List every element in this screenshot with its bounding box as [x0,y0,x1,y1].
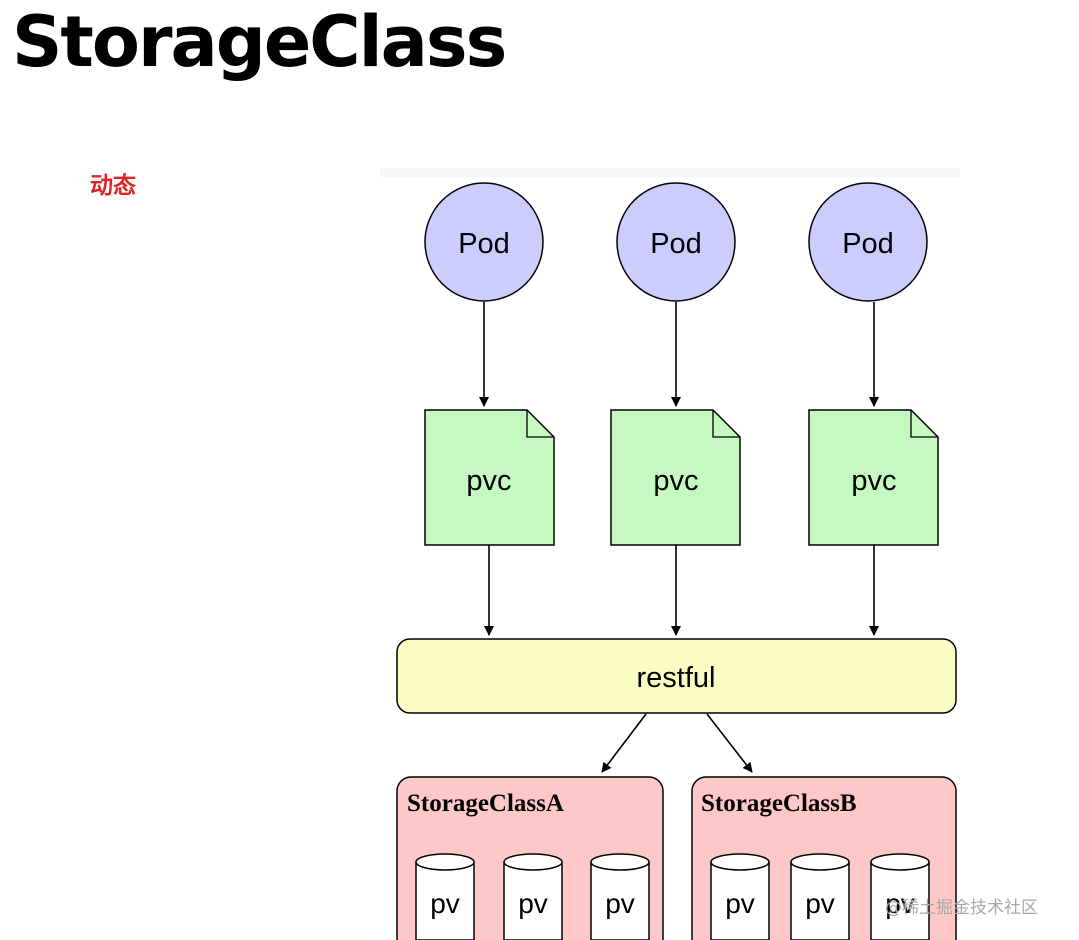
pv-label: pv [805,888,835,919]
storageclass-a-label: StorageClassA [407,790,564,817]
pv-label: pv [885,888,915,919]
pv-cylinder: pv [503,853,563,940]
pv-label: pv [725,888,755,919]
pod-node: Pod [808,182,928,302]
pvc-document: pvc [808,409,939,546]
pv-cylinder: pv [870,853,930,940]
pv-label: pv [518,888,548,919]
storageclass-a: StorageClassA pv pv pv [396,776,664,940]
pvc-document: pvc [424,409,555,546]
storageclass-b: StorageClassB pv pv pv [691,776,957,940]
subtitle-dynamic: 动态 [90,173,136,199]
pod-label: Pod [842,228,894,260]
pv-label: pv [605,888,635,919]
pvc-label: pvc [653,465,698,497]
pv-cylinder: pv [790,853,850,940]
page-title: StorageClass [12,1,507,83]
storageclass-b-label: StorageClassB [701,790,857,817]
pod-label: Pod [650,228,702,260]
pod-node: Pod [616,182,736,302]
pv-cylinder: pv [415,853,475,940]
pvc-document: pvc [610,409,741,546]
pod-label: Pod [458,228,510,260]
pv-label: pv [430,888,460,919]
diagram-top-edge [380,168,960,177]
pv-cylinder: pv [590,853,650,940]
pvc-label: pvc [851,465,896,497]
pod-node: Pod [424,182,544,302]
watermark: @稀土掘金技术社区 [885,898,1038,918]
restful-label: restful [637,662,716,694]
pv-cylinder: pv [710,853,770,940]
restful-node: restful [396,638,957,714]
arrow-restful-to-storageclass-b [706,713,753,773]
arrow-restful-to-storageclass-a [601,713,647,773]
pvc-label: pvc [466,465,511,497]
